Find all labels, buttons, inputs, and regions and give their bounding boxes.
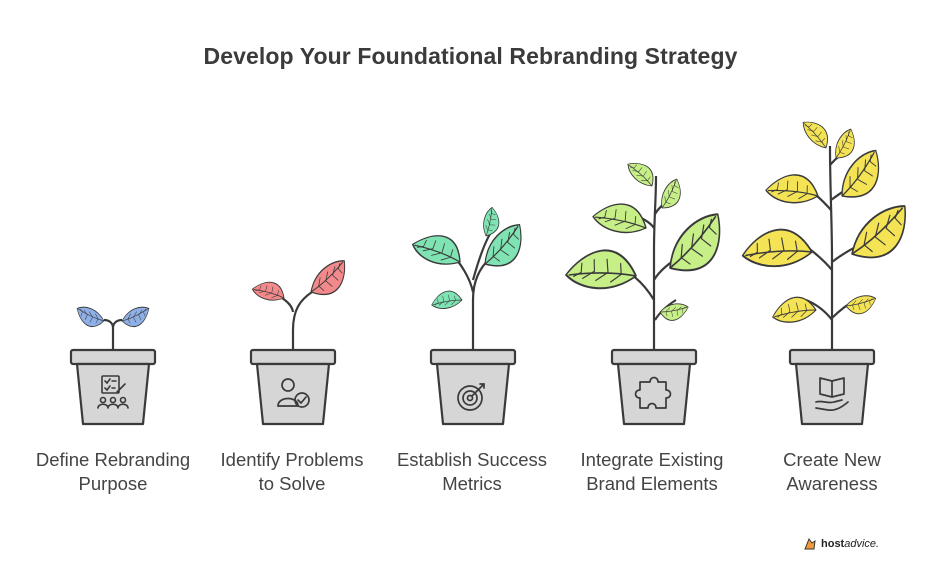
pot: [610, 348, 698, 426]
person-check-icon: [277, 378, 310, 408]
pot: [69, 348, 157, 426]
leaf: [626, 156, 658, 193]
leaf: [801, 115, 832, 154]
plant-establish-metrics: [410, 206, 534, 426]
leaf: [652, 177, 689, 213]
leaf: [563, 236, 643, 306]
leaf: [740, 217, 818, 281]
leaf: [840, 202, 920, 267]
book-hand-icon: [815, 377, 849, 411]
brand-text-bold: host: [821, 538, 845, 550]
brand-logo: hostadvice.: [803, 536, 879, 552]
leaf: [658, 298, 689, 325]
plant-create-awareness: [740, 115, 920, 426]
leaf: [251, 273, 289, 310]
leaf: [430, 286, 464, 314]
page-title: Develop Your Foundational Rebranding Str…: [203, 43, 738, 69]
leaf: [764, 163, 824, 217]
plant-integrate-elements: [563, 156, 737, 426]
leaf: [591, 190, 653, 248]
team-checklist-icon: [97, 375, 129, 409]
leaf: [771, 291, 819, 330]
leaf: [844, 291, 877, 317]
brand-text-italic: advice.: [844, 538, 880, 550]
plant-identify-problems: [249, 258, 354, 426]
leaf: [410, 222, 468, 279]
brand-mark-icon: [804, 537, 816, 550]
leaf: [655, 210, 737, 281]
plant-define-purpose: [69, 306, 157, 426]
puzzle-icon: [634, 376, 672, 409]
target-icon: [457, 383, 485, 411]
leaf: [121, 306, 150, 328]
leaf: [76, 306, 105, 328]
leaf: [826, 127, 863, 163]
